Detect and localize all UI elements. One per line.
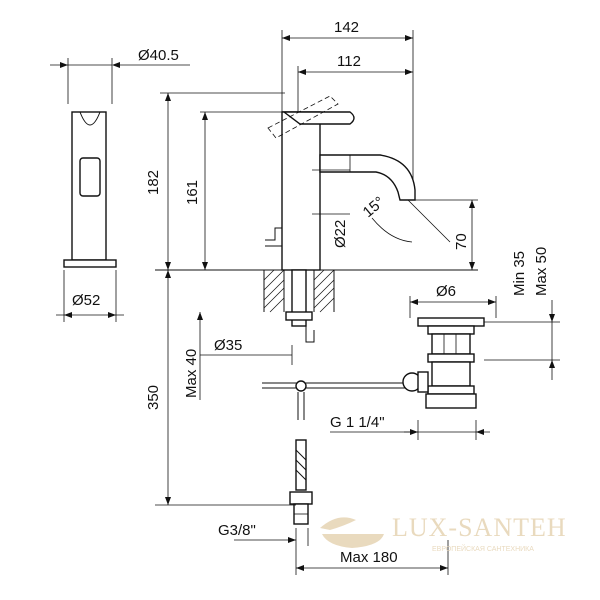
side-view: Ø40.5 Ø52	[50, 47, 190, 322]
dim-d35: Ø35	[214, 337, 242, 354]
dim-d6: Ø6	[436, 283, 456, 300]
brand-watermark: LUX-SANTEH ЕВРОПЕЙСКАЯ САНТЕХНИКА	[320, 513, 567, 553]
watermark-brand: LUX-SANTEH	[392, 513, 567, 542]
dim-g114: G 1 1/4"	[330, 414, 385, 431]
dim-350: 350	[145, 385, 162, 410]
dim-d40-5: Ø40.5	[138, 47, 179, 64]
dim-161: 161	[184, 180, 201, 205]
dim-max50: Max 50	[533, 247, 550, 296]
dim-max40: Max 40	[183, 349, 200, 398]
dim-142: 142	[334, 19, 359, 36]
dim-182: 182	[145, 170, 162, 195]
waste-drain: Ø6 G 1 1/4" Min 35 Max 50	[330, 247, 560, 440]
faucet-main-view: 142 112 182 161 Ø22	[145, 19, 478, 271]
watermark-tagline: ЕВРОПЕЙСКАЯ САНТЕХНИКА	[432, 544, 534, 553]
dim-112: 112	[337, 53, 361, 70]
dim-d52: Ø52	[72, 292, 100, 309]
dim-min35: Min 35	[511, 251, 528, 296]
dim-15deg: 15°	[360, 193, 388, 221]
counter-hatch-right	[313, 269, 335, 313]
dim-g38: G3/8"	[218, 522, 256, 539]
dim-70: 70	[453, 233, 470, 250]
counter-hatch-left	[263, 269, 285, 313]
counter-mount: Ø35 Max 40	[183, 269, 335, 400]
lower-dimensions: 350 G3/8" Max 180	[145, 270, 449, 575]
dim-d22: Ø22	[332, 220, 349, 248]
supply-hose	[289, 439, 313, 525]
dim-max180: Max 180	[340, 549, 398, 566]
pop-up-linkage	[262, 380, 410, 420]
